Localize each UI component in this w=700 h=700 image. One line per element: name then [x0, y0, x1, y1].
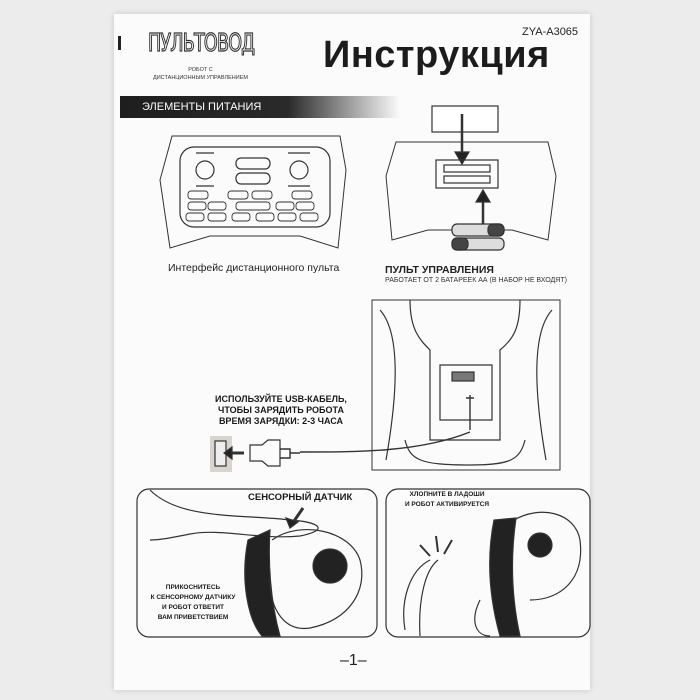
- section-banner: ЭЛЕМЕНТЫ ПИТАНИЯ: [120, 96, 400, 118]
- touch-sensor-illustration: [136, 488, 378, 638]
- page-edge-mark: [118, 36, 121, 50]
- remote-caption: Интерфейс дистанционного пульта: [168, 262, 340, 274]
- page-title: Инструкция: [323, 34, 550, 76]
- brand-logo: ПУЛЬТОВОД: [148, 27, 256, 57]
- battery-note: РАБОТАЕТ ОТ 2 БАТАРЕЕК АА (В НАБОР НЕ ВХ…: [385, 277, 567, 284]
- battery-title: ПУЛЬТ УПРАВЛЕНИЯ: [385, 264, 494, 276]
- touch-sensor-label: СЕНСОРНЫЙ ДАТЧИК: [248, 492, 353, 503]
- page-number: –1–: [340, 652, 367, 669]
- charging-instructions: ИСПОЛЬЗУЙТЕ USB-КАБЕЛЬ,ЧТОБЫ ЗАРЯДИТЬ РО…: [215, 394, 347, 426]
- clap-illustration: [385, 488, 591, 638]
- battery-illustration: [385, 105, 557, 251]
- section-title: ЭЛЕМЕНТЫ ПИТАНИЯ: [142, 101, 262, 113]
- remote-illustration: [159, 135, 347, 249]
- usb-cable-illustration: [210, 436, 300, 472]
- robot-back-illustration: [299, 299, 561, 471]
- model-number: ZYA-A3065: [522, 26, 579, 38]
